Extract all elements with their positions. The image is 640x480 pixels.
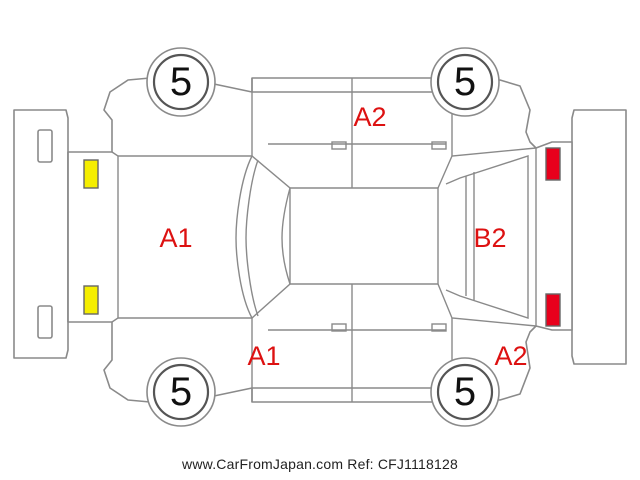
wheel-front-bottom: 5: [146, 357, 216, 427]
grade-rear-window: B2: [473, 223, 506, 253]
grade-bottom-rear: A2: [494, 341, 527, 371]
wheel-front-top: 5: [146, 47, 216, 117]
footer-site: www.CarFromJapan.com: [182, 456, 344, 472]
rear-lamp-bottom: [545, 293, 561, 327]
wheel-rear-bottom-grade: 5: [454, 370, 476, 414]
rear-lamp-top: [545, 147, 561, 181]
front-bumper: [13, 109, 69, 359]
rear-bumper: [571, 109, 627, 365]
wheel-front-top-grade: 5: [170, 60, 192, 104]
footer-reference: www.CarFromJapan.com Ref: CFJ1118128: [0, 456, 640, 472]
wheel-front-bottom-grade: 5: [170, 370, 192, 414]
wheel-rear-top: 5: [430, 47, 500, 117]
wheel-rear-bottom: 5: [430, 357, 500, 427]
front-lamp-bottom: [83, 285, 99, 315]
footer-ref: Ref: CFJ1118128: [347, 456, 458, 472]
grade-bottom-front: A1: [247, 341, 280, 371]
grade-hood: A1: [159, 223, 192, 253]
front-lamp-top: [83, 159, 99, 189]
car-body: [67, 77, 573, 403]
wheel-rear-top-grade: 5: [454, 60, 476, 104]
grade-top-doors: A2: [353, 102, 386, 132]
